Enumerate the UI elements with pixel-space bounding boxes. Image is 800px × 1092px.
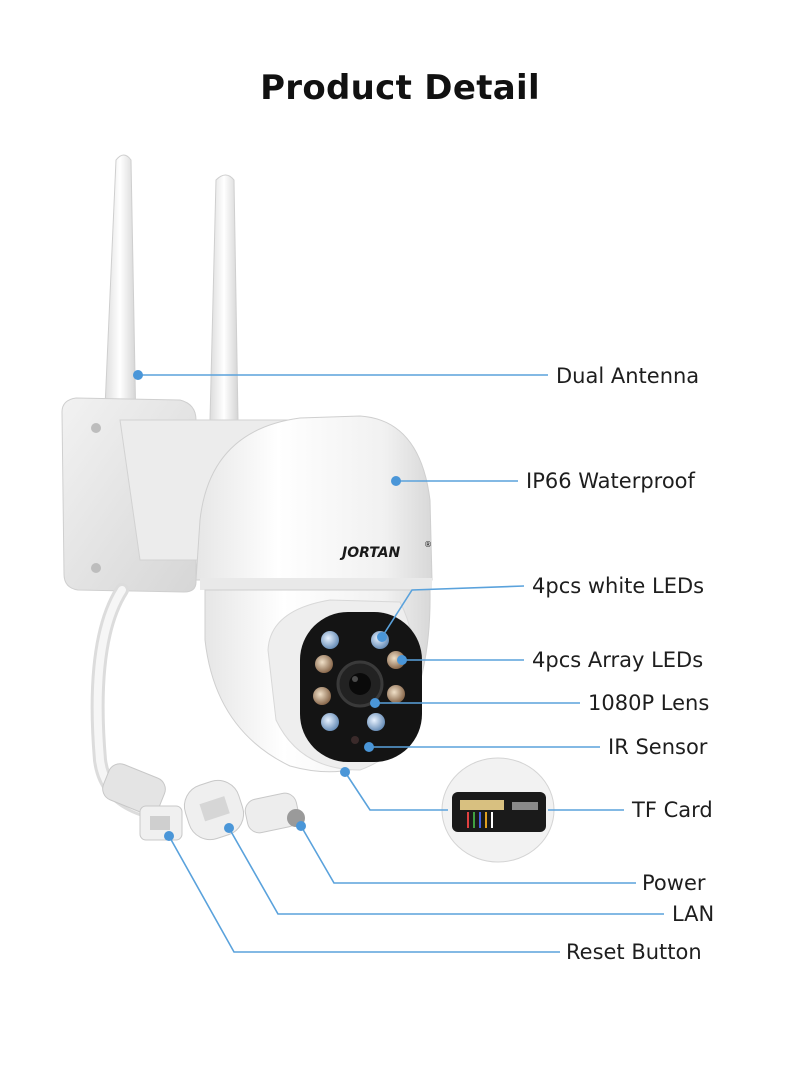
array-led <box>313 687 331 705</box>
array-led <box>387 685 405 703</box>
brand-logo: JORTAN <box>339 545 401 561</box>
svg-text:®: ® <box>424 540 432 549</box>
label-lens: 1080P Lens <box>588 691 710 715</box>
label-ir-sensor: IR Sensor <box>608 735 708 759</box>
leader-power <box>300 825 636 884</box>
ir-sensor <box>351 736 359 744</box>
leader-white-leds <box>381 585 525 638</box>
tf-card-inset <box>441 757 555 863</box>
white-led <box>367 713 385 731</box>
connectors <box>102 763 305 841</box>
leader-dots <box>133 370 407 841</box>
page-title: Product Detail <box>260 68 540 108</box>
label-dual-antenna: Dual Antenna <box>556 364 700 388</box>
camera-dome: JORTAN ® <box>195 415 433 590</box>
antenna-right <box>209 174 239 421</box>
leader-lan <box>228 827 664 915</box>
white-led <box>321 631 339 649</box>
leader-lines <box>138 374 664 953</box>
label-tf-card: TF Card <box>632 798 713 822</box>
leader-tf-card-left <box>344 771 448 811</box>
array-led <box>315 655 333 673</box>
label-power: Power <box>642 871 706 895</box>
leader-reset <box>168 835 560 953</box>
label-reset-button: Reset Button <box>566 940 702 964</box>
white-led <box>321 713 339 731</box>
label-array-leds: 4pcs Array LEDs <box>532 648 704 672</box>
label-white-leds: 4pcs white LEDs <box>532 574 705 598</box>
antenna-left <box>103 154 137 431</box>
camera-ball <box>204 589 431 773</box>
power-connector <box>244 792 300 834</box>
label-lan: LAN <box>672 902 715 926</box>
label-waterproof: IP66 Waterproof <box>526 469 695 493</box>
